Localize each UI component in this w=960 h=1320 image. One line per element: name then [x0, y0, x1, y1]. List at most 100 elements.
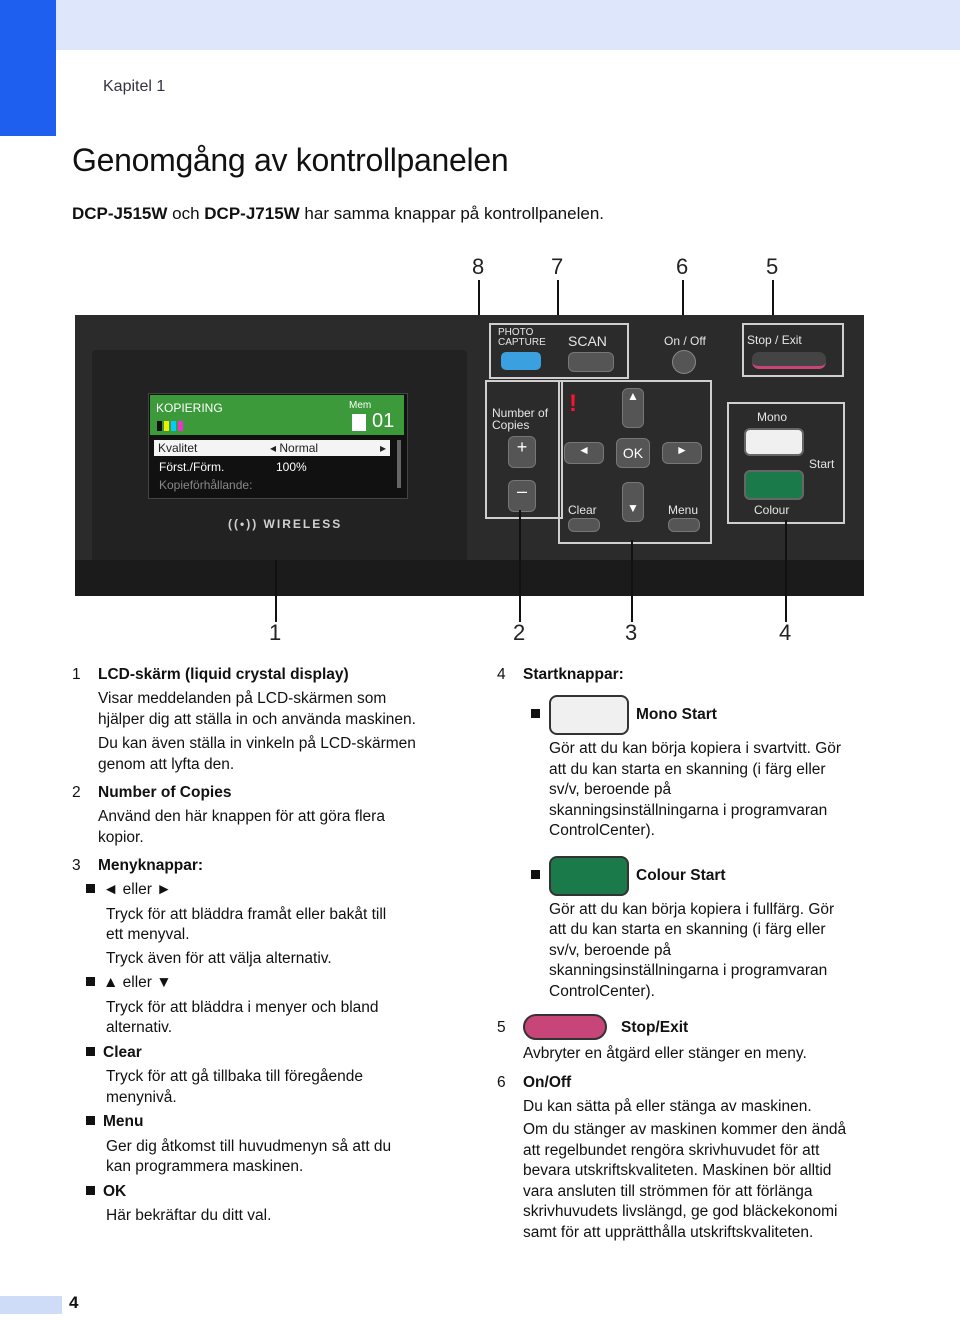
item-2-head: 2 Number of Copies: [72, 783, 472, 803]
callout-line-4: [785, 520, 787, 622]
colour-start-image: [549, 855, 629, 896]
warning-icon: !: [569, 390, 577, 417]
item-3-head: 3 Menyknappar:: [72, 856, 472, 876]
lcd-mem: Mem: [349, 400, 372, 411]
left-column: 1 LCD-skärm (liquid crystal display) Vis…: [72, 665, 472, 1227]
callout-line-3: [631, 540, 633, 622]
callout-5: 5: [766, 254, 779, 279]
model-2: DCP-J715W: [204, 204, 300, 223]
menu-item-label: OK: [103, 1182, 127, 1200]
chapter-tab: [0, 0, 56, 136]
menu-item-menu: Menu Ger dig åtkomst till huvudmenyn så …: [86, 1112, 472, 1178]
menu-item-clear: Clear Tryck för att gå tillbaka till för…: [86, 1043, 472, 1109]
callout-8: 8: [472, 254, 485, 279]
mono-line: sv/v, beroende på: [549, 781, 672, 798]
callout-7: 7: [551, 254, 564, 279]
stop-exit-image: [523, 1014, 607, 1040]
item-1-line: genom att lyfta den.: [98, 755, 235, 773]
scan-label: SCAN: [568, 333, 607, 349]
copies-plus-button[interactable]: +: [508, 436, 536, 468]
lcd-row-2-value: 100%: [276, 460, 307, 474]
item-1-line: Visar meddelanden på LCD-skärmen som: [98, 690, 387, 707]
item-3-num: 3: [72, 857, 81, 874]
header-band: [0, 0, 960, 50]
power-button[interactable]: [672, 350, 696, 374]
mono-line: skanningsinställningarna i programvaran: [549, 801, 828, 819]
copies-minus-button[interactable]: –: [508, 480, 536, 512]
start-label: Start: [809, 457, 835, 471]
mono-start-button[interactable]: [744, 428, 804, 456]
photo-capture-button[interactable]: [501, 352, 541, 370]
stop-exit-label: Stop / Exit: [747, 333, 802, 347]
stop-frame: [742, 323, 844, 377]
colour-start-body: Gör att du kan börja kopiera i fullfärg.…: [549, 900, 877, 1003]
item-5-title: Stop/Exit: [621, 1019, 689, 1036]
menu-item-up-down: ▲ eller ▼ Tryck för att bläddra i menyer…: [86, 973, 472, 1039]
bullet-icon: [86, 1116, 95, 1125]
menu-button-list: ◄ eller ► Tryck för att bläddra framåt e…: [86, 880, 472, 1227]
menu-item-line: alternativ.: [106, 1019, 173, 1036]
bullet-icon: [86, 1185, 95, 1195]
item-2-num: 2: [72, 784, 81, 801]
menu-item-line: kan programmera maskinen.: [106, 1158, 304, 1175]
callout-line-7: [557, 280, 559, 325]
clear-button[interactable]: [568, 518, 600, 532]
item-1-line: hjälper dig att ställa in och använda ma…: [98, 710, 416, 728]
colour-label: Colour: [754, 503, 790, 517]
colour-line: att du kan starta en skanning (i färg el…: [549, 921, 826, 938]
colour-start-row: Colour Start: [497, 855, 877, 896]
bullet-icon: [86, 884, 95, 893]
item-6-num: 6: [497, 1073, 506, 1091]
scan-button[interactable]: [568, 352, 614, 372]
mono-start-body: Gör att du kan börja kopiera i svartvitt…: [549, 739, 877, 842]
mono-start-image: [549, 695, 629, 735]
right-column: 4 Startknappar: Mono Start Gör att du ka…: [497, 665, 877, 1243]
item-4-head: 4 Startknappar:: [497, 665, 877, 685]
stop-exit-button[interactable]: [752, 352, 826, 369]
colour-line: sv/v, beroende på: [549, 941, 672, 959]
panel-base: [75, 560, 864, 596]
callout-4: 4: [779, 620, 792, 645]
lcd-row-1-label: Kvalitet: [158, 441, 198, 455]
lcd-row-1: Kvalitet ◂ Normal ▸: [154, 440, 390, 456]
ok-button[interactable]: OK: [616, 438, 650, 468]
item-5-num: 5: [497, 1019, 506, 1036]
colour-start-button[interactable]: [744, 470, 804, 500]
menu-item-line: Ger dig åtkomst till huvudmenyn så att d…: [106, 1137, 392, 1155]
menu-label: Menu: [668, 503, 699, 517]
wireless-logo: ((•)) WIRELESS: [228, 517, 343, 531]
clear-label: Clear: [568, 503, 597, 517]
subtitle: DCP-J515W och DCP-J715W har samma knappa…: [72, 204, 604, 224]
colour-line: ControlCenter).: [549, 982, 655, 1000]
item-2-title: Number of Copies: [98, 784, 232, 801]
copies-frame: [485, 380, 563, 519]
menu-item-label: Clear: [103, 1043, 142, 1061]
bullet-icon: [86, 1046, 95, 1056]
mono-line: att du kan starta en skanning (i färg el…: [549, 760, 826, 778]
down-button[interactable]: ▼: [622, 482, 644, 522]
menu-item-label: ▲ eller ▼: [103, 974, 172, 991]
mono-start-label: Mono Start: [636, 706, 717, 723]
lcd-count: 01: [372, 410, 395, 432]
right-button[interactable]: ►: [662, 442, 702, 464]
menu-item-label: Menu: [103, 1113, 144, 1130]
left-button[interactable]: ◄: [564, 442, 604, 464]
menu-item-line: Tryck för att bläddra framåt eller bakåt…: [106, 905, 387, 923]
callout-line-2: [519, 510, 521, 622]
item-1-head: 1 LCD-skärm (liquid crystal display): [72, 665, 472, 685]
item-6-line: samt för att upprätthålla utskriftskvali…: [523, 1223, 814, 1241]
item-1-line: Du kan även ställa in vinkeln på LCD-skä…: [98, 735, 416, 752]
callout-2: 2: [513, 620, 526, 645]
item-1-title: LCD-skärm (liquid crystal display): [98, 666, 349, 683]
colour-line: Gör att du kan börja kopiera i fullfärg.…: [549, 900, 835, 918]
item-6-line: att regelbundet rengöra skrivhuvudet för…: [523, 1141, 820, 1159]
callout-3: 3: [625, 620, 638, 645]
item-2-body: Använd den här knappen för att göra fler…: [98, 807, 472, 848]
menu-button[interactable]: [668, 518, 700, 532]
item-6-head: 6 On/Off: [497, 1073, 877, 1093]
colour-line: skanningsinställningarna i programvaran: [549, 962, 828, 979]
menu-item-line: Tryck för att gå tillbaka till föregåend…: [106, 1068, 364, 1085]
ink-icon: [157, 418, 187, 431]
up-button[interactable]: ▲: [622, 388, 644, 428]
callout-line-1: [275, 560, 277, 622]
